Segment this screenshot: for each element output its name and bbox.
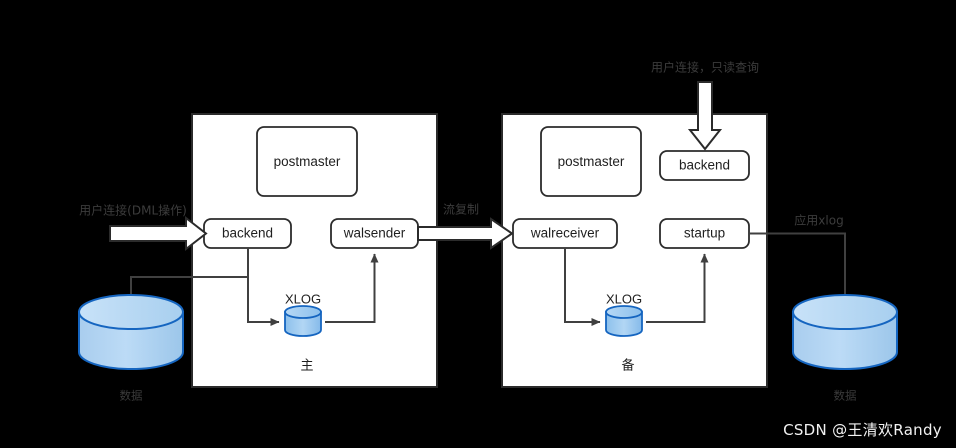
primary-database-top: [78, 294, 184, 330]
primary-postmaster-node[interactable]: postmaster: [256, 126, 358, 197]
user-dml-block-arrow: 用户连接(DML操作): [79, 203, 208, 252]
primary-database-cylinder: 数据: [78, 294, 184, 403]
standby-postmaster-label: postmaster: [558, 154, 625, 169]
standby-panel: postmaster backend walreceiver startup: [501, 113, 849, 388]
user-readonly-block-arrow: 用户连接，只读查询: [651, 60, 759, 151]
standby-walreceiver-to-xlog-connector: [564, 248, 601, 326]
standby-database-top: [792, 294, 898, 330]
primary-panel: postmaster backend walsender XLOG: [127, 113, 438, 388]
stream-replication-arrow-shape: [417, 217, 514, 250]
primary-backend-node[interactable]: backend: [203, 218, 292, 249]
standby-walreceiver-node[interactable]: walreceiver: [512, 218, 618, 249]
primary-walsender-label: walsender: [343, 226, 406, 241]
primary-xlog-cylinder: XLOG: [284, 291, 322, 337]
standby-database-cylinder: 数据: [792, 294, 898, 403]
standby-walreceiver-label: walreceiver: [530, 226, 600, 241]
standby-postmaster-box[interactable]: [540, 126, 642, 197]
primary-walsender-node[interactable]: walsender: [330, 218, 419, 249]
standby-startup-to-database-connector: [749, 232, 849, 313]
primary-postmaster-label: postmaster: [274, 154, 341, 169]
user-readonly-label: 用户连接，只读查询: [651, 60, 759, 75]
stream-replication-block-arrow: 流复制: [417, 203, 514, 250]
standby-backend-node[interactable]: backend: [659, 150, 750, 181]
standby-startup-label: startup: [684, 226, 725, 241]
apply-xlog-label: 应用xlog: [794, 213, 843, 228]
user-dml-arrow-shape: [109, 215, 208, 252]
primary-postmaster-box[interactable]: [256, 126, 358, 197]
standby-backend-box[interactable]: [659, 150, 750, 181]
primary-database-label: 数据: [120, 389, 143, 403]
standby-xlog-to-startup-connector: [646, 253, 709, 323]
primary-xlog-label: XLOG: [285, 291, 321, 306]
watermark: CSDN @王清欢Randy: [783, 421, 942, 439]
standby-startup-node[interactable]: startup: [659, 218, 750, 249]
standby-role-label: 备: [621, 358, 634, 374]
standby-xlog-cylinder: XLOG: [605, 291, 643, 337]
standby-backend-label: backend: [679, 158, 730, 173]
primary-role-label: 主: [300, 359, 313, 374]
standby-postmaster-node[interactable]: postmaster: [540, 126, 642, 197]
user-dml-label: 用户连接(DML操作): [79, 203, 187, 218]
user-readonly-arrow-shape: [687, 81, 723, 151]
standby-xlog-label: XLOG: [606, 291, 642, 306]
standby-xlog-cylinder-top: [605, 305, 643, 319]
primary-xlog-cylinder-top: [284, 305, 322, 319]
primary-xlog-to-walsender-connector: [325, 253, 379, 323]
stream-replication-label: 流复制: [443, 203, 479, 217]
primary-backend-label: backend: [222, 226, 273, 241]
standby-database-label: 数据: [834, 389, 857, 403]
